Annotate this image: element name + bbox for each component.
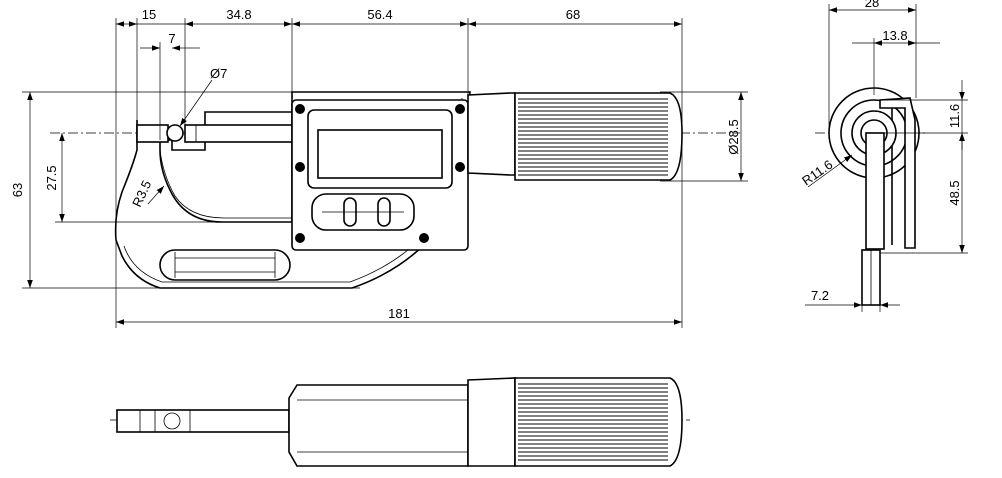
screw-5 xyxy=(295,233,305,243)
dim-dia-28-5: Ø28.5 xyxy=(726,119,741,154)
dim-63: 63 xyxy=(10,183,25,197)
bottom-spindle xyxy=(116,409,290,433)
display-housing xyxy=(291,99,469,251)
thimble-knurl xyxy=(518,98,668,176)
dim-7: 7 xyxy=(168,31,175,46)
side-frame xyxy=(879,97,916,249)
bottom-sleeve xyxy=(467,377,516,467)
dim-dia-7: Ø7 xyxy=(210,66,227,81)
sleeve xyxy=(467,92,516,176)
screw-1 xyxy=(295,104,305,114)
dim-27-5: 27.5 xyxy=(44,165,59,190)
dim-68: 68 xyxy=(566,7,580,22)
dim-34-8: 34.8 xyxy=(226,7,251,22)
screw-4 xyxy=(455,162,465,172)
dim-48-5: 48.5 xyxy=(947,180,962,205)
dim-r11-6: R11.6 xyxy=(799,157,835,189)
lcd-screen xyxy=(317,129,443,179)
dim-7-2: 7.2 xyxy=(811,288,829,303)
display-bezel xyxy=(307,109,453,189)
front-view xyxy=(50,91,740,289)
bottom-view xyxy=(110,377,690,467)
grip-pad xyxy=(159,249,291,281)
dim-56-4: 56.4 xyxy=(367,7,392,22)
side-view xyxy=(815,87,925,306)
button-panel xyxy=(311,193,415,231)
bottom-thimble-knurl xyxy=(518,383,668,461)
bottom-body xyxy=(288,384,469,467)
screw-2 xyxy=(455,104,465,114)
dim-28: 28 xyxy=(865,0,879,10)
screw-6 xyxy=(419,233,429,243)
anvil xyxy=(136,124,169,143)
spindle xyxy=(184,124,293,143)
dim-r3-5: R3.5 xyxy=(129,178,154,209)
dim-15: 15 xyxy=(142,7,156,22)
dim-13-8: 13.8 xyxy=(882,28,907,43)
bottom-thimble xyxy=(514,377,683,467)
dimension-lines xyxy=(22,4,968,328)
dim-181: 181 xyxy=(388,306,410,321)
screw-3 xyxy=(295,162,305,172)
dim-11-6: 11.6 xyxy=(947,104,962,128)
ball-tip xyxy=(166,124,184,142)
side-spindle-arm xyxy=(865,132,885,250)
